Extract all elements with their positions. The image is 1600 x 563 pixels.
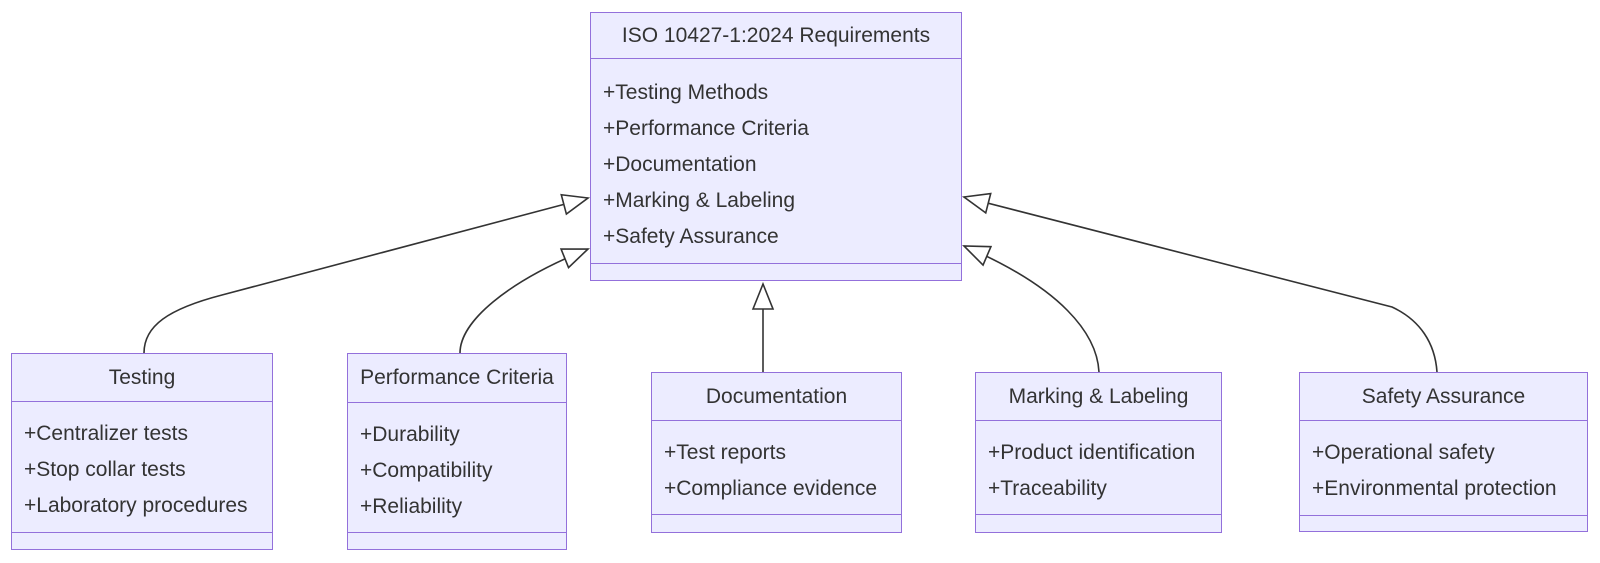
class-attribute: +Operational safety bbox=[1312, 441, 1495, 464]
class-attribute: +Laboratory procedures bbox=[24, 494, 248, 517]
class-attribute: +Test reports bbox=[664, 441, 786, 464]
class-title: Documentation bbox=[652, 373, 901, 421]
class-title: Testing bbox=[12, 354, 272, 402]
class-attribute: +Performance Criteria bbox=[603, 117, 809, 140]
class-title: ISO 10427-1:2024 Requirements bbox=[591, 13, 961, 59]
inheritance-arrow-performance-criteria bbox=[459, 248, 590, 354]
class-box-marking-labeling: Marking & Labeling +Product identificati… bbox=[975, 372, 1222, 533]
class-attributes: +Operational safety +Environmental prote… bbox=[1300, 421, 1587, 515]
class-attributes: +Centralizer tests +Stop collar tests +L… bbox=[12, 402, 272, 532]
class-title: Marking & Labeling bbox=[976, 373, 1221, 421]
class-attributes: +Durability +Compatibility +Reliability bbox=[348, 403, 566, 532]
class-attribute: +Environmental protection bbox=[1312, 477, 1557, 500]
empty-methods-compartment bbox=[1300, 515, 1587, 531]
class-attribute: +Compliance evidence bbox=[664, 477, 878, 500]
empty-methods-compartment bbox=[591, 263, 961, 280]
empty-methods-compartment bbox=[976, 514, 1221, 532]
class-box-safety-assurance: Safety Assurance +Operational safety +En… bbox=[1299, 372, 1588, 532]
class-attribute: +Reliability bbox=[360, 495, 463, 518]
inheritance-arrow-testing bbox=[143, 193, 591, 354]
class-box-testing: Testing +Centralizer tests +Stop collar … bbox=[11, 353, 273, 550]
class-attribute: +Safety Assurance bbox=[603, 225, 779, 248]
class-attributes: +Testing Methods +Performance Criteria +… bbox=[591, 59, 961, 263]
empty-methods-compartment bbox=[348, 532, 566, 549]
class-attribute: +Compatibility bbox=[360, 459, 493, 482]
class-title: Performance Criteria bbox=[348, 354, 566, 403]
empty-methods-compartment bbox=[652, 514, 901, 532]
class-attribute: +Traceability bbox=[988, 477, 1107, 500]
class-attribute: +Documentation bbox=[603, 153, 757, 176]
class-attributes: +Product identification +Traceability bbox=[976, 421, 1221, 514]
class-attribute: +Testing Methods bbox=[603, 81, 769, 104]
class-attributes: +Test reports +Compliance evidence bbox=[652, 421, 901, 514]
class-box-performance-criteria: Performance Criteria +Durability +Compat… bbox=[347, 353, 567, 550]
class-attribute: +Product identification bbox=[988, 441, 1196, 464]
inheritance-arrow-safety-assurance bbox=[961, 192, 1438, 373]
class-box-documentation: Documentation +Test reports +Compliance … bbox=[651, 372, 902, 533]
inheritance-arrow-marking-labeling bbox=[962, 245, 1100, 373]
class-attribute: +Stop collar tests bbox=[24, 458, 186, 481]
class-box-iso-requirements: ISO 10427-1:2024 Requirements +Testing M… bbox=[590, 12, 962, 281]
class-attribute: +Centralizer tests bbox=[24, 422, 188, 445]
empty-methods-compartment bbox=[12, 532, 272, 549]
class-attribute: +Durability bbox=[360, 423, 460, 446]
class-title: Safety Assurance bbox=[1300, 373, 1587, 421]
class-attribute: +Marking & Labeling bbox=[603, 189, 796, 212]
